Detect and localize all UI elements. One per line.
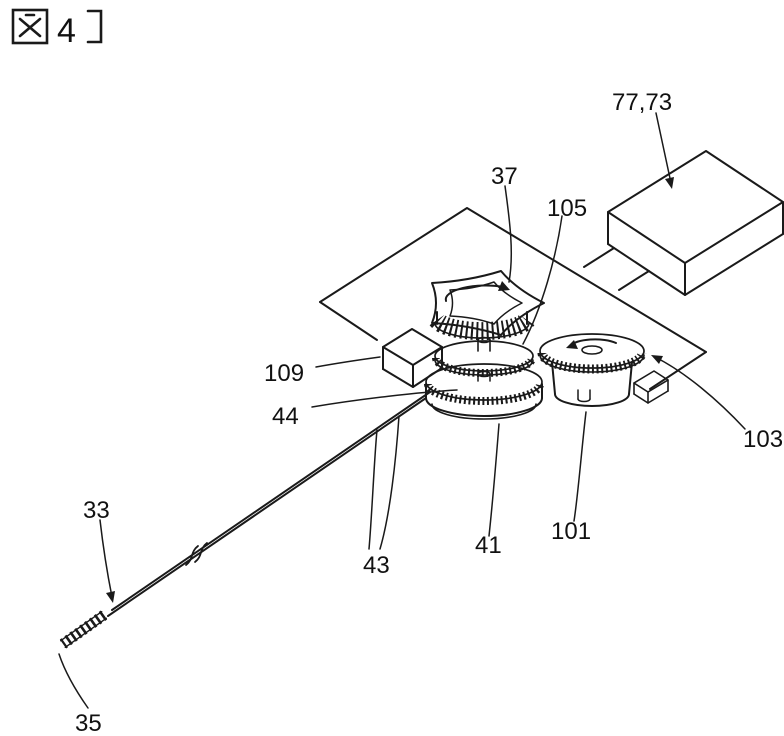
knob-knurl-band bbox=[429, 313, 535, 341]
figure-caption: 4 bbox=[11, 8, 103, 50]
leader-101 bbox=[573, 411, 587, 522]
break-mark bbox=[185, 542, 208, 566]
leader-44 bbox=[311, 389, 458, 408]
ref-label-35: 35 bbox=[75, 710, 102, 736]
knob-top-face bbox=[449, 281, 523, 325]
knob-37 bbox=[429, 270, 545, 341]
leader-103 bbox=[651, 355, 746, 430]
flange-stub bbox=[477, 370, 491, 382]
knob-rotation-arrow bbox=[444, 281, 510, 302]
gear-103-rotation-arrow bbox=[566, 338, 617, 349]
drum-stub bbox=[577, 389, 591, 403]
ref-label-44: 44 bbox=[272, 403, 299, 430]
knob-outline bbox=[431, 270, 545, 336]
gear-103-bore bbox=[581, 345, 603, 355]
leader-77-73 bbox=[655, 112, 674, 189]
ref-label-101: 101 bbox=[551, 518, 591, 545]
ref-label-33: 33 bbox=[83, 497, 110, 524]
figure-number: 4 bbox=[57, 12, 76, 50]
flange-knurl bbox=[424, 383, 544, 405]
drum-side-tab bbox=[633, 370, 669, 404]
ref-label-41: 41 bbox=[475, 532, 502, 559]
leader-43-a bbox=[379, 415, 400, 550]
leader-33 bbox=[99, 519, 115, 603]
leader-41 bbox=[488, 423, 500, 537]
gear-103 bbox=[537, 333, 647, 374]
kanji-zu-glyph bbox=[11, 8, 49, 45]
ref-label-109: 109 bbox=[264, 360, 304, 387]
leader-35 bbox=[58, 653, 89, 709]
flange-44 bbox=[424, 363, 544, 405]
ref-label-43: 43 bbox=[363, 552, 390, 579]
controller-box bbox=[607, 150, 784, 296]
pulley-41 bbox=[425, 383, 543, 420]
leader-105 bbox=[522, 215, 563, 345]
wire-rod-33 bbox=[59, 391, 431, 649]
ref-label-77-73: 77,73 bbox=[612, 89, 672, 116]
leader-43-b bbox=[368, 429, 378, 550]
threaded-tip-35 bbox=[59, 610, 108, 649]
gear-103-teeth bbox=[537, 352, 647, 374]
leader-109 bbox=[315, 356, 381, 368]
ref-label-37: 37 bbox=[491, 163, 518, 190]
ref-label-103: 103 bbox=[743, 426, 783, 453]
right-bracket-glyph bbox=[86, 9, 103, 44]
controller-connector bbox=[583, 247, 650, 291]
leader-37 bbox=[504, 185, 513, 283]
ref-label-105: 105 bbox=[547, 195, 587, 222]
gear-105 bbox=[432, 340, 536, 377]
drum-101 bbox=[551, 361, 669, 407]
reference-labels: 77,73 37 105 109 44 103 33 43 41 101 35 bbox=[75, 89, 783, 736]
mount-bracket-109 bbox=[382, 328, 443, 388]
leader-lines bbox=[58, 112, 746, 709]
gear-105-teeth bbox=[432, 357, 536, 377]
